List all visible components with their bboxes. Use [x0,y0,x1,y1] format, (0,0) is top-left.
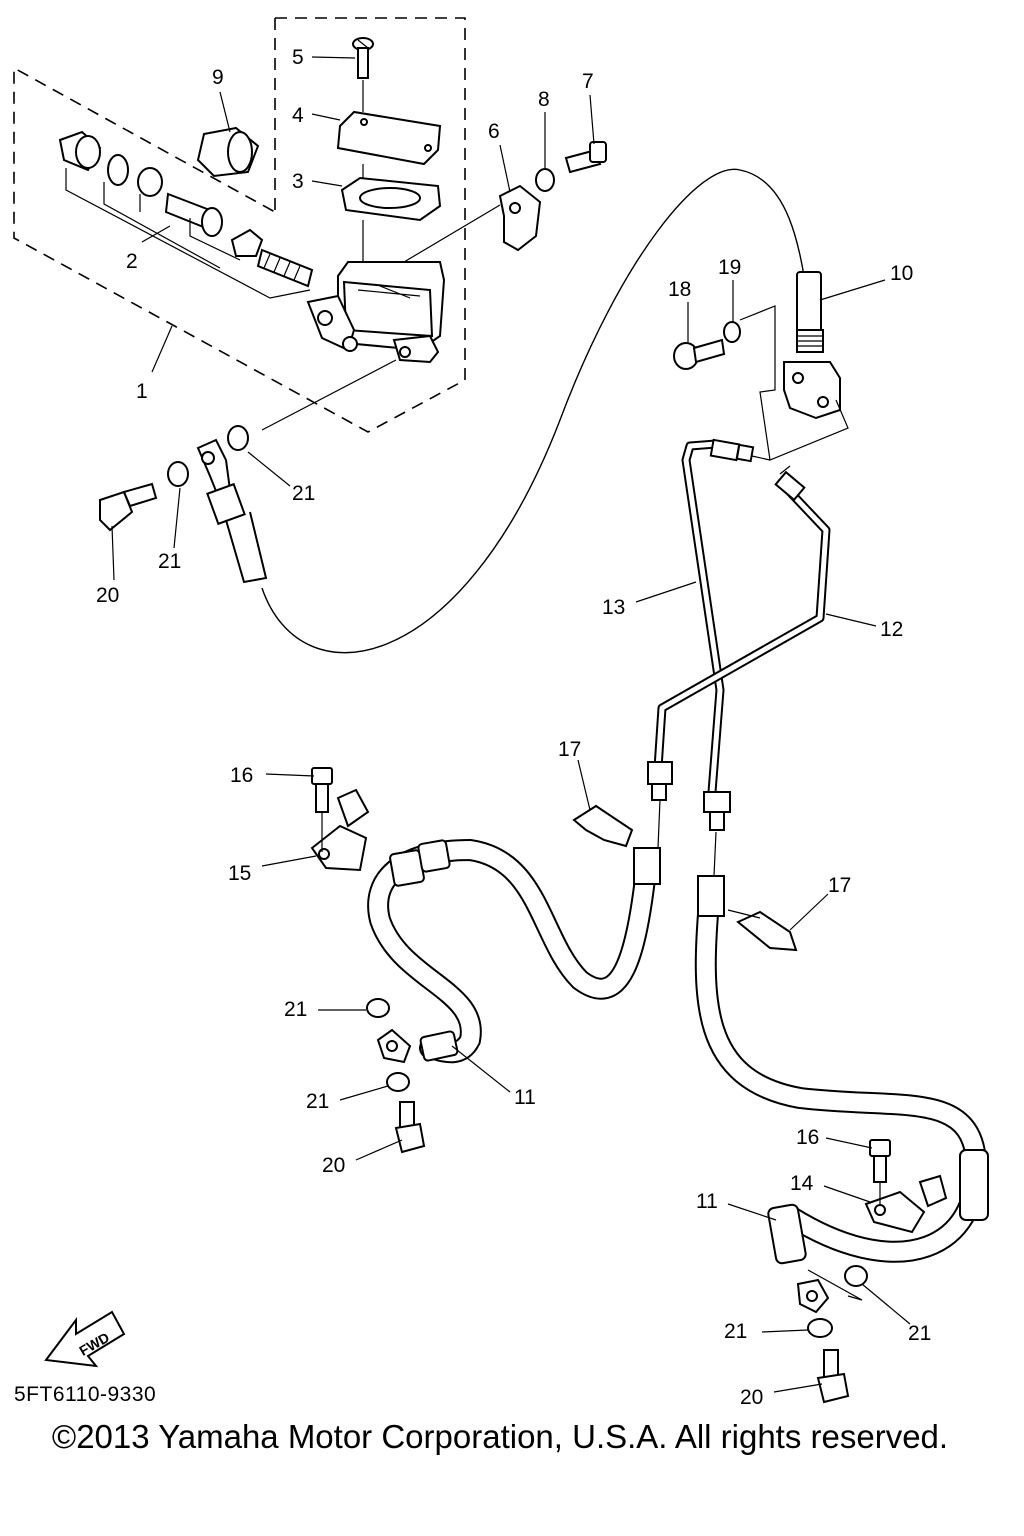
bolt-16-left [311,767,333,813]
callout-21-c: 21 [284,998,307,1021]
union-bolt-18 [673,338,726,370]
master-cylinder-body [306,261,446,364]
callout-8: 8 [538,88,550,111]
washer-21-top [227,425,249,451]
callout-20-c: 20 [740,1386,763,1409]
holder-6 [498,184,542,252]
callout-19: 19 [718,256,741,279]
brake-hose-11-left [367,838,661,1064]
washer-21-left [167,461,189,487]
callout-21-a: 21 [292,482,315,505]
hose-end-fitting-upper [196,438,268,584]
callout-18: 18 [668,278,691,301]
callout-2: 2 [126,250,138,273]
hose-holder-14 [864,1174,948,1234]
callout-9: 9 [212,66,224,89]
boot-9 [196,126,260,178]
pipe-13-lower-nut [703,791,731,831]
callout-10: 10 [890,262,913,285]
callout-17-b: 17 [828,874,851,897]
callout-12: 12 [880,618,903,641]
callout-1: 1 [136,380,148,403]
piston-kit-2 [58,130,314,299]
diaphragm-3 [340,176,442,222]
callout-5: 5 [292,46,304,69]
reservoir-cap-4 [336,110,442,166]
callout-4: 4 [292,104,304,127]
washer-21-lower-left-a [366,998,390,1018]
callout-3: 3 [292,170,304,193]
callout-7: 7 [582,70,594,93]
clip-17-upper [572,804,634,848]
washer-21-lower-right-a [844,1265,868,1287]
copyright-notice: ©2013 Yamaha Motor Corporation, U.S.A. A… [51,1418,949,1455]
callout-14: 14 [790,1172,814,1195]
cap-screw-5 [352,37,374,79]
callout-labels: 5 4 3 9 6 8 7 10 18 19 2 1 21 21 20 13 1… [96,46,931,1409]
callout-16-a: 16 [230,764,253,787]
callout-21-e: 21 [908,1322,931,1345]
bolt-16-right [869,1139,891,1183]
callout-21-f: 21 [724,1320,747,1343]
fwd-arrow-icon: FWD [44,1310,126,1368]
washer-21-lower-left-b [386,1072,410,1092]
callout-11-b: 11 [696,1190,718,1213]
brake-hose-11-right [694,875,989,1314]
washer-19 [723,321,741,343]
brake-pipe-13 [681,438,755,793]
callout-6: 6 [488,120,500,143]
washer-8 [535,168,555,192]
union-bolt-20-top [99,482,158,532]
brake-hose-10 [261,168,841,654]
callout-13: 13 [602,596,625,619]
union-bolt-20-lower-right [816,1349,850,1404]
callout-15: 15 [228,862,251,885]
callout-11-a: 11 [514,1086,536,1109]
washer-21-lower-right-b [807,1318,833,1338]
callout-21-b: 21 [158,550,181,573]
union-bolt-20-lower-left [394,1101,426,1154]
callout-20-b: 20 [322,1154,345,1177]
diagram-code: 5FT6110-9330 [14,1383,157,1406]
master-cylinder-assembly-box [13,17,466,433]
pipe-12-lower-nut [647,761,673,801]
callout-20-a: 20 [96,584,119,607]
clip-17-lower [736,910,798,952]
callout-21-d: 21 [306,1090,329,1113]
hose-holder-15 [310,788,370,872]
bolt-7 [564,141,607,174]
brake-pipe-12 [653,470,831,769]
leader-lines [111,56,911,1393]
callout-17-a: 17 [558,738,581,761]
callout-16-b: 16 [796,1126,819,1149]
